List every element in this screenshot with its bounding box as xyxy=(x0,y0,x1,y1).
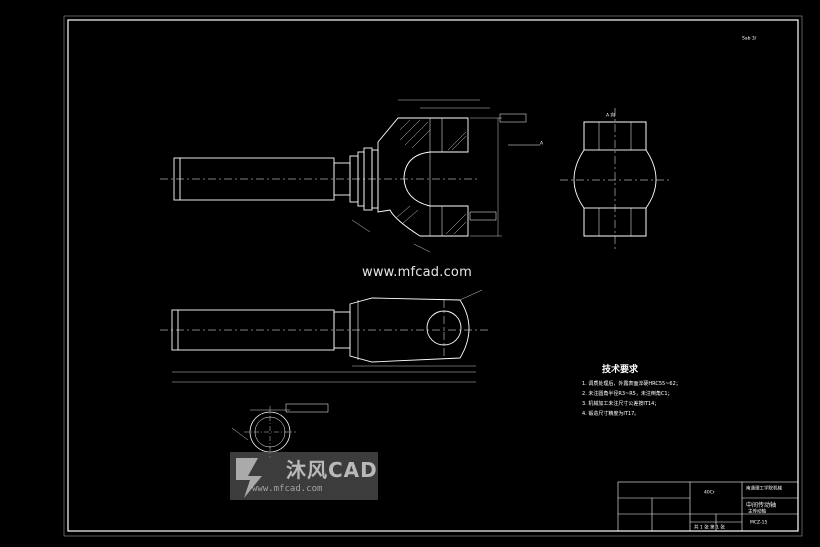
drawing-frame xyxy=(67,19,799,532)
title-block-part-name: 中间传动轴 xyxy=(746,502,777,509)
tech-requirement-3: 3. 机械加工未注尺寸公差按IT14； xyxy=(582,401,660,407)
title-block-drawing-no: MCZ-15 xyxy=(750,520,768,526)
tech-requirement-4: 4. 锻造尺寸精度为IT17。 xyxy=(582,411,640,417)
title-block xyxy=(617,481,799,532)
title-block-part-name-2: 主传动轴 xyxy=(748,508,767,515)
side-view-a xyxy=(560,108,672,250)
tech-requirements-title: 技术要求 xyxy=(602,365,639,375)
title-block-sheet-info: 共 1 张 第 1 张 xyxy=(694,524,725,531)
title-block-material: 40Cr xyxy=(704,490,715,496)
watermark-logo xyxy=(230,452,378,500)
front-view xyxy=(160,99,540,253)
watermark-brand-site: www.mfcad.com xyxy=(252,484,323,494)
tech-requirement-1: 1. 调质处理后，外露表面淬硬HRC55~62； xyxy=(582,381,681,387)
top-view xyxy=(160,289,488,383)
watermark-url: www.mfcad.com xyxy=(362,265,472,280)
title-block-school: 南通理工学院机械 xyxy=(746,485,783,492)
view-a-label: A 向 xyxy=(606,112,616,119)
watermark-brand-name: 沐风CAD xyxy=(286,458,378,482)
tech-requirement-2: 2. 未注圆角半径R3~R5，未注倒角C1； xyxy=(582,391,673,397)
arrow-a-label: A xyxy=(540,141,544,147)
scale-note: Sab 3/ xyxy=(742,36,757,42)
outer-border xyxy=(63,15,803,537)
